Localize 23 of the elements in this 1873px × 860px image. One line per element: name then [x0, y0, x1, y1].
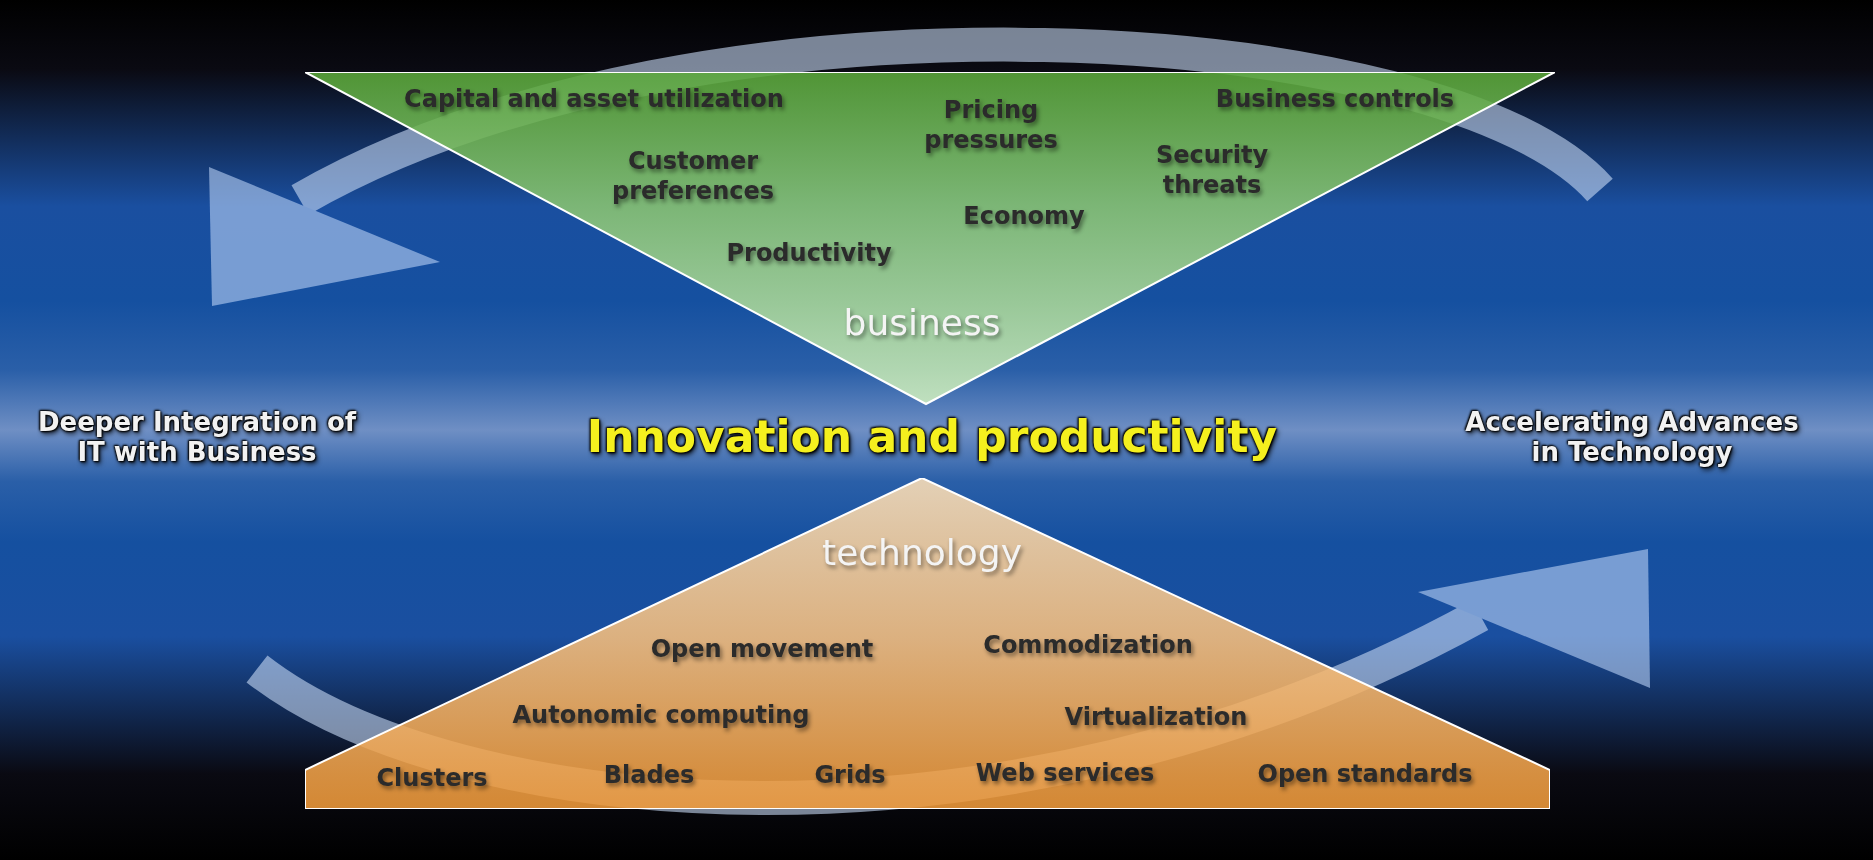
factor-text: Grids [813, 760, 887, 790]
factor-text: Autonomic computing [511, 700, 811, 730]
factor-text: Security threats [1154, 140, 1270, 200]
factor-text: Capital and asset utilization [403, 84, 785, 114]
panel-heading: technology [821, 530, 1023, 575]
factor-text: Virtualization [1063, 702, 1249, 732]
center-heading: Innovation and productivity [585, 410, 1279, 462]
factor-text: Web services [974, 758, 1156, 788]
inverted-triangle [305, 72, 1555, 407]
factor-text: Blades [602, 760, 696, 790]
factor-text: Customer preferences [611, 146, 775, 206]
panel-heading: business [842, 300, 1002, 345]
factor-text: Clusters [375, 763, 489, 793]
factor-text: Pricing pressures [923, 95, 1059, 155]
factor-text: Economy [962, 201, 1086, 231]
side-text: Deeper Integration of IT with Business [36, 407, 358, 467]
side-text: Accelerating Advances in Technology [1464, 407, 1800, 467]
factor-text: Open movement [649, 634, 875, 664]
factor-text: Commodization [982, 630, 1194, 660]
factor-text: Productivity [725, 238, 893, 268]
triangle-panel [305, 478, 1550, 809]
factor-text: Business controls [1214, 84, 1456, 114]
factor-text: Open standards [1256, 759, 1474, 789]
